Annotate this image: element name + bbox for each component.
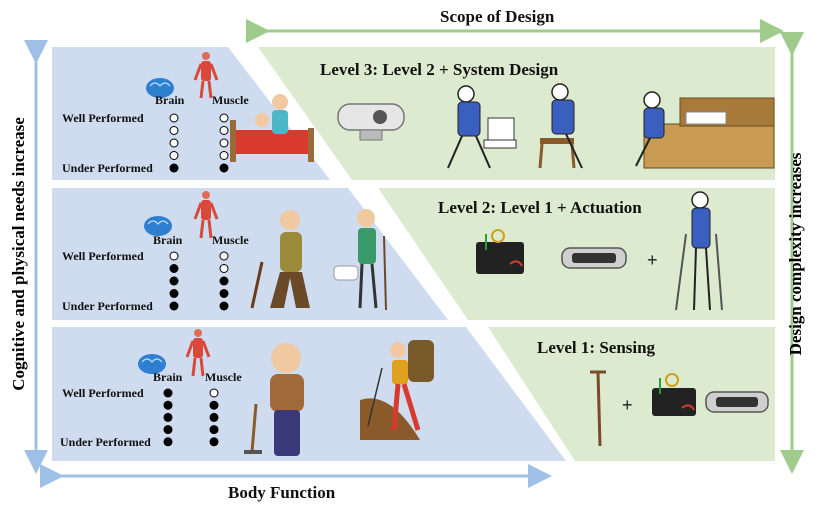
muscle-label: Muscle (212, 93, 249, 107)
brain-performance-dot (169, 276, 179, 286)
brain-performance-dot (169, 289, 179, 298)
muscle-performance-dot (219, 113, 229, 123)
brain-performance-dot (169, 301, 179, 311)
muscle-performance-dot (219, 138, 229, 148)
muscle-label: Muscle (212, 233, 249, 247)
hiker-icon (360, 340, 434, 440)
brain-icon (138, 354, 166, 374)
muscle-performance-dot (209, 437, 219, 447)
muscle-performance-dot (219, 301, 229, 311)
muscle-performance-dot (209, 400, 219, 410)
projector-camera-icon (337, 103, 405, 141)
well-performed-label: Well Performed (62, 386, 144, 400)
brain-performance-dot (169, 113, 179, 123)
under-performed-label: Under Performed (62, 161, 153, 175)
muscle-performance-dot (209, 388, 219, 398)
brain-label: Brain (153, 233, 183, 247)
cane-icon (590, 370, 606, 447)
muscle-performance-dot (209, 425, 219, 435)
brain-performance-dot (169, 138, 179, 148)
level3-title: Level 3: Level 2 + System Design (320, 60, 559, 79)
brain-icon (144, 216, 172, 236)
well-performed-label: Well Performed (62, 249, 144, 263)
microcontroller-board-icon (652, 373, 696, 416)
brain-performance-dot (169, 251, 179, 261)
right-axis-label: Design complexity increases (786, 152, 805, 356)
person-exoskeleton-crutches-icon (675, 191, 723, 311)
left-axis-label: Cognitive and physical needs increase (9, 117, 28, 391)
brain-performance-dot (169, 151, 179, 160)
brain-performance-dot (163, 425, 173, 435)
muscle-performance-dot (219, 289, 229, 298)
brain-performance-dot (163, 412, 173, 422)
depth-camera-icon (705, 391, 769, 413)
muscle-performance-dot (219, 276, 229, 286)
depth-camera-icon (561, 247, 627, 269)
level2-title: Level 2: Level 1 + Actuation (438, 198, 642, 217)
brain-icon (146, 78, 174, 98)
under-performed-label: Under Performed (62, 299, 153, 313)
plus-sign: + (647, 250, 658, 270)
muscle-icon (193, 191, 219, 239)
well-performed-label: Well Performed (62, 111, 144, 125)
top-axis-label: Scope of Design (440, 7, 555, 26)
brain-label: Brain (155, 93, 185, 107)
muscle-icon (193, 52, 219, 99)
elderly-man-cane-icon (250, 210, 310, 309)
muscle-performance-dot (219, 251, 229, 261)
brain-performance-dot (169, 264, 179, 273)
muscle-performance-dot (209, 412, 219, 422)
muscle-label: Muscle (205, 370, 242, 384)
muscle-performance-dot (219, 151, 229, 160)
muscle-performance-dot (219, 264, 229, 273)
injured-person-crutch-icon (333, 209, 387, 311)
person-sitting-chair-icon (538, 83, 583, 169)
under-performed-label: Under Performed (60, 435, 151, 449)
person-bed-icon (635, 91, 775, 169)
elderly-man-quad-cane-icon (244, 343, 304, 456)
plus-sign: + (622, 395, 633, 415)
level1-title: Level 1: Sensing (537, 338, 656, 357)
brain-label: Brain (153, 370, 183, 384)
person-sitting-toilet-icon (447, 85, 517, 169)
brain-performance-dot (163, 388, 173, 398)
level1-blue-panel (52, 327, 566, 461)
brain-performance-dot (169, 163, 179, 173)
hospital-bed-caregiver-icon (230, 94, 314, 162)
muscle-performance-dot (219, 126, 229, 135)
muscle-icon (185, 329, 211, 377)
level1-green-panel (488, 327, 775, 461)
microcontroller-board-icon (476, 229, 524, 274)
muscle-performance-dot (219, 163, 229, 173)
brain-performance-dot (163, 400, 173, 410)
bottom-axis-label: Body Function (228, 483, 336, 502)
performance-dots (163, 113, 229, 447)
brain-performance-dot (163, 437, 173, 447)
brain-performance-dot (169, 126, 179, 135)
